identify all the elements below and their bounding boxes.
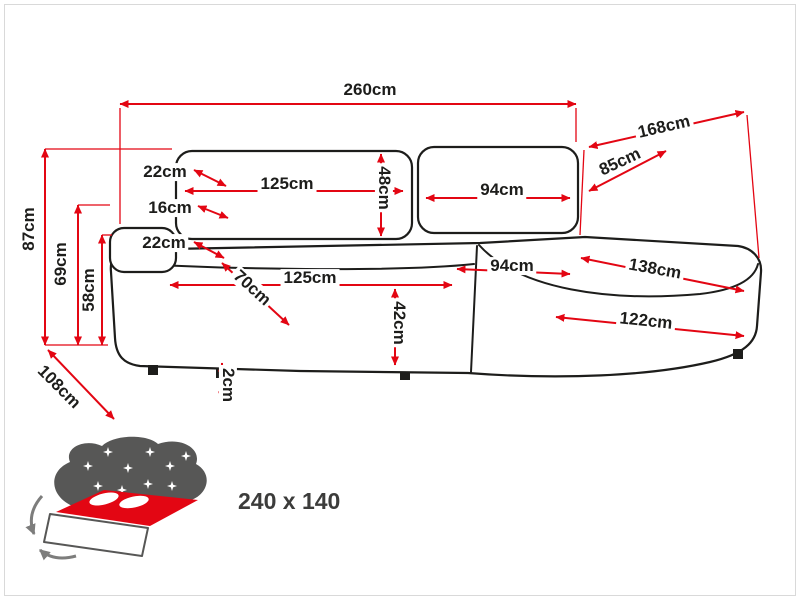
dim-back-thickness: 22cm [140, 163, 190, 181]
pillow [89, 492, 119, 506]
sleeping-area-size: 240 x 140 [238, 488, 341, 514]
dim-armrest-height: 58cm [79, 265, 98, 315]
blanket-shape [54, 436, 207, 512]
dim-cushion-height: 48cm [375, 163, 394, 213]
dim-leg-height: 2cm [219, 364, 238, 406]
dim-seat-height: 42cm [390, 298, 409, 348]
sofa-bed-icon [25, 436, 207, 561]
dim-armrest-width: 22cm [139, 234, 189, 252]
dim-total-height: 87cm [19, 204, 38, 254]
dim-back-gap: 16cm [145, 199, 195, 217]
bed-base [43, 513, 149, 557]
dim-seat-left-width: 125cm [280, 269, 340, 287]
dim-backrest-height: 69cm [51, 239, 70, 289]
dim-total-width: 260cm [340, 81, 400, 99]
dim-cushion-right-width: 94cm [477, 181, 527, 199]
dim-seat-right-width: 94cm [487, 257, 537, 275]
unfold-arrow-icon [25, 495, 44, 536]
back-cushion-left [174, 149, 414, 241]
dim-cushion-left-width: 125cm [257, 175, 317, 193]
pillow [119, 495, 149, 509]
unfold-arrow-icon [39, 548, 77, 561]
